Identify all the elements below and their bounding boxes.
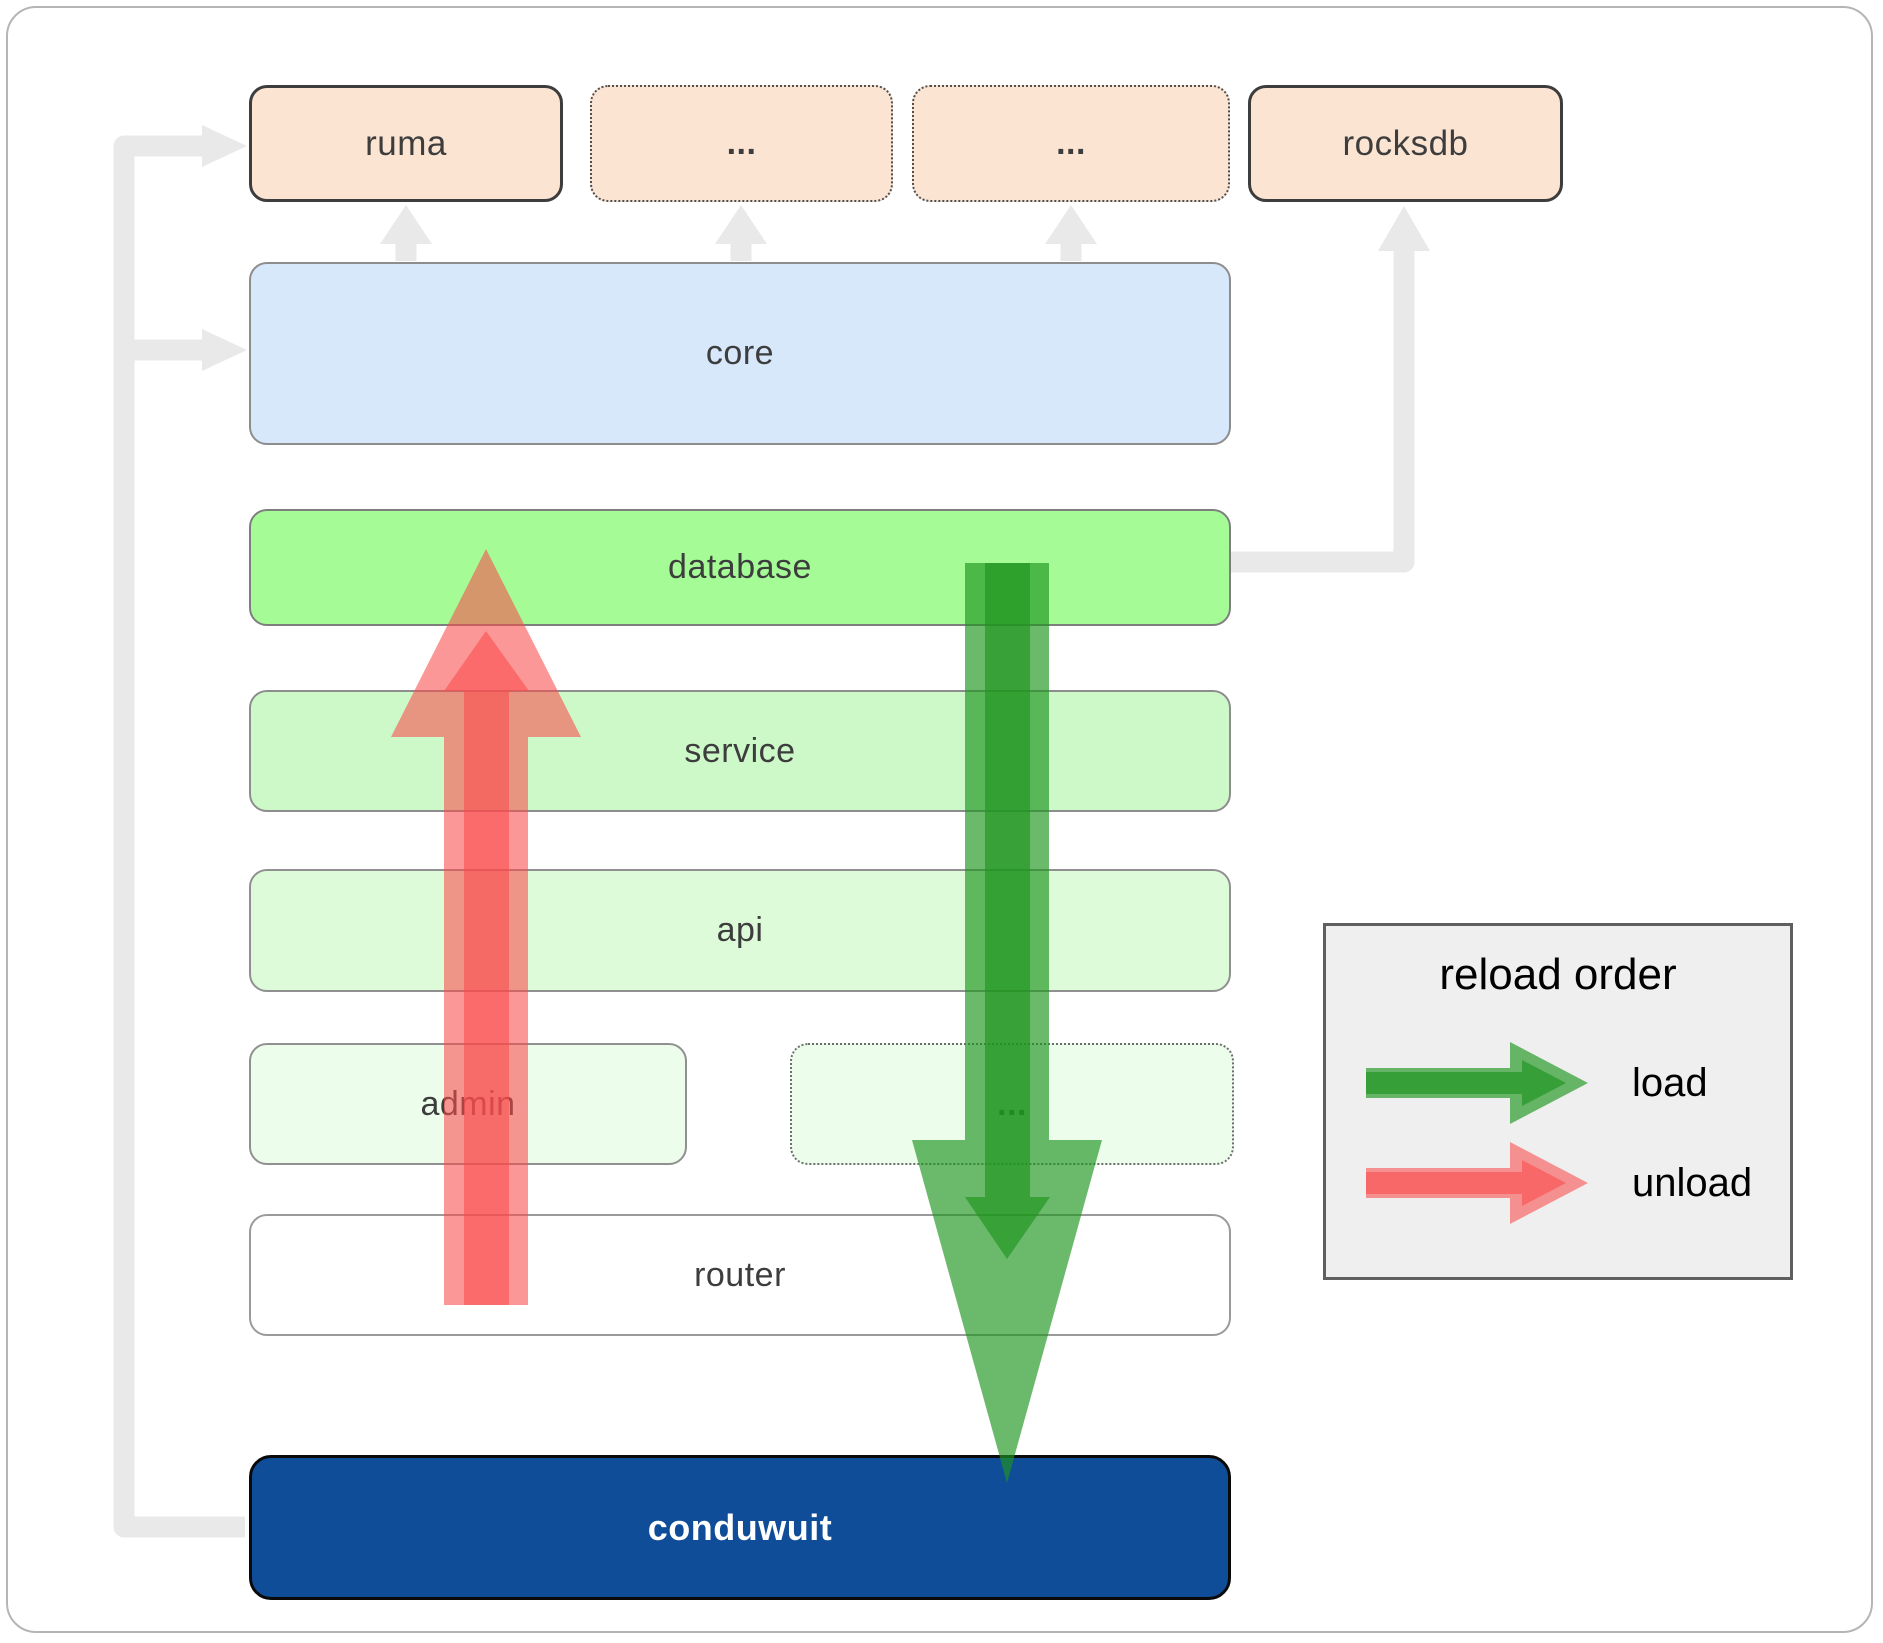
box-api: api — [249, 869, 1231, 992]
box-ruma: ruma — [249, 85, 563, 202]
outer-frame — [6, 6, 1873, 1633]
legend-row-load: load — [1362, 1038, 1708, 1128]
box-database: database — [249, 509, 1231, 626]
unload-arrow-icon — [1366, 1142, 1588, 1224]
box-ellipsis-top-2: ... — [912, 85, 1230, 202]
box-conduwuit: conduwuit — [249, 1455, 1231, 1600]
box-router: router — [249, 1214, 1231, 1336]
legend: reload order load unload — [1323, 923, 1793, 1280]
legend-label-unload: unload — [1632, 1160, 1753, 1205]
box-ellipsis-mid: ... — [790, 1043, 1234, 1165]
legend-row-unload: unload — [1362, 1138, 1752, 1228]
box-admin: admin — [249, 1043, 687, 1165]
legend-title: reload order — [1439, 950, 1677, 999]
box-ellipsis-top-1: ... — [590, 85, 893, 202]
box-rocksdb: rocksdb — [1248, 85, 1563, 202]
legend-label-load: load — [1632, 1060, 1708, 1105]
box-service: service — [249, 690, 1231, 812]
load-arrow-icon — [1366, 1042, 1588, 1124]
box-core: core — [249, 262, 1231, 445]
